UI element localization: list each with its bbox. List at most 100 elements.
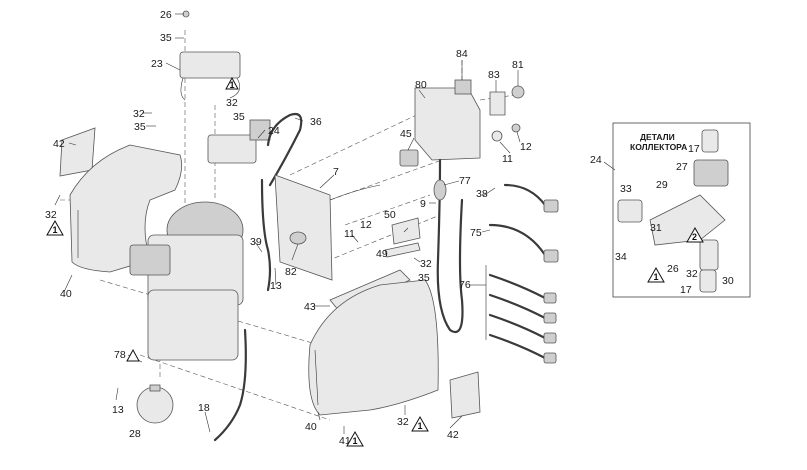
part-panel-42-right [449,371,481,419]
warning-triangle-icon: 1 [411,415,429,432]
warning-triangle-icon [126,348,140,362]
part-block-27 [693,159,729,187]
part-grommet-82 [289,231,307,245]
callout-82: 82 [285,266,297,278]
svg-text:1: 1 [53,225,58,235]
warning-triangle-icon: 1 [225,76,239,90]
inset-title-line2: КОЛЛЕКТОРА [630,142,687,152]
part-valve-33 [617,199,643,223]
callout-12: 12 [520,141,532,153]
part-switch-45 [399,149,419,167]
callout-34: 34 [615,251,627,263]
callout-12: 12 [360,219,372,231]
callout-26: 26 [160,9,172,21]
part-cord-75 [488,223,559,263]
callout-81: 81 [512,59,524,71]
callout-35: 35 [233,111,245,123]
svg-text:2: 2 [692,232,697,242]
part-fitting-17-top [701,129,719,153]
callout-7: 7 [333,166,339,178]
callout-26: 26 [667,263,679,275]
part-shroud-40-left [69,144,183,273]
callout-24: 24 [590,154,602,166]
callout-17: 17 [680,284,692,296]
callout-76: 76 [459,279,471,291]
callout-50: 50 [384,209,396,221]
callout-11: 11 [502,153,513,165]
callout-43: 43 [304,301,316,313]
callout-33: 33 [620,183,632,195]
callout-84: 84 [456,48,468,60]
part-cords-76 [485,265,557,364]
callout-32: 32 [45,209,57,221]
part-wires-38 [329,184,381,201]
callout-35: 35 [160,32,172,44]
callout-32: 32 [397,416,409,428]
callout-13: 13 [112,404,124,416]
callout-38: 38 [476,188,488,200]
svg-text:1: 1 [654,272,659,282]
callout-42: 42 [447,429,459,441]
part-cord-77 [433,158,464,333]
callout-35: 35 [418,272,430,284]
warning-triangle-icon: 1 [46,219,64,236]
svg-text:1: 1 [230,80,235,90]
part-box-80 [414,79,481,161]
callout-39: 39 [250,236,262,248]
callout-80: 80 [415,79,427,91]
callout-42: 42 [53,138,65,150]
callout-78: 78 [114,349,126,361]
part-nut-11 [491,130,503,142]
callout-45: 45 [400,128,412,140]
callout-17: 17 [688,143,700,155]
callout-32: 32 [686,268,698,280]
collector-detail-inset: ДЕТАЛИ КОЛЛЕКТОРА [603,122,751,298]
callout-32: 32 [226,97,238,109]
callout-41: 41 [339,435,351,447]
callout-29: 29 [656,179,668,191]
callout-77: 77 [459,175,471,187]
part-strip-49 [384,242,421,258]
part-fitting-17-bottom [699,269,717,293]
part-bracket-31 [649,194,726,246]
part-plate-7 [274,174,333,281]
part-cable-39 [260,178,272,292]
svg-text:1: 1 [353,436,358,446]
callout-23: 23 [151,58,163,70]
part-panel-42-left [59,127,96,177]
callout-13: 13 [270,280,282,292]
part-hose-18 [213,328,247,442]
callout-32: 32 [133,108,145,120]
part-pad-50 [391,217,421,245]
callout-49: 49 [376,248,388,260]
callout-40: 40 [305,421,317,433]
callout-28: 28 [129,428,141,440]
part-bracket-83 [489,91,506,116]
part-washer-12 [511,123,521,133]
part-shroud-40-right [308,279,439,416]
part-cooler-23 [179,51,241,101]
callout-83: 83 [488,69,500,81]
part-valve-24 [207,119,271,164]
part-fitting-30 [699,239,719,271]
parts [59,10,559,442]
inset-title-line1: ДЕТАЛИ [640,132,675,142]
callout-24: 24 [268,125,280,137]
warning-triangle-icon: 1 [346,430,364,447]
callout-32: 32 [420,258,432,270]
part-hose-36 [266,112,303,187]
warning-triangle-icon: 2 [686,226,704,243]
part-tank-28 [136,384,174,424]
callout-75: 75 [470,227,482,239]
warning-triangles: 1 1 1 1 1 2 [46,76,704,447]
callout-36: 36 [310,116,322,128]
part-motor [129,201,244,361]
svg-text:1: 1 [418,421,423,431]
callout-9: 9 [420,198,426,210]
callout-11: 11 [344,228,355,240]
callout-27: 27 [676,161,688,173]
callout-40: 40 [60,288,72,300]
callout-18: 18 [198,402,210,414]
callout-30: 30 [722,275,734,287]
